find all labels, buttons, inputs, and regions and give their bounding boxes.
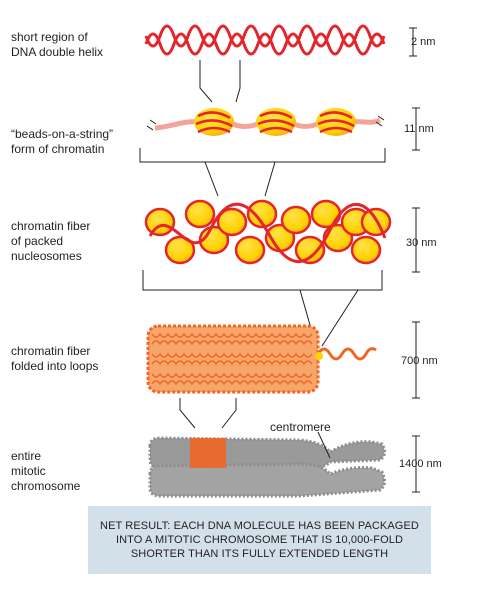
scale-label-2nm: 2 nm	[411, 36, 436, 48]
label-line: nucleosomes	[11, 249, 82, 263]
scale-label-700nm: 700 nm	[401, 355, 438, 367]
stage-label-chromosome: entire mitotic chromosome	[11, 449, 80, 494]
stage-label-loops: chromatin fiber folded into loops	[11, 344, 98, 374]
zoom-connectors-4	[179, 398, 237, 429]
connector-right	[235, 60, 241, 103]
connector-left	[179, 398, 196, 429]
centromere-label: centromere	[270, 420, 331, 434]
linker-dna	[148, 202, 387, 264]
scale-bars	[409, 27, 420, 493]
label-line: mitotic	[11, 464, 46, 478]
nucleosome	[294, 235, 326, 265]
fiber-end	[315, 352, 323, 360]
stage-label-beads: “beads-on-a-string” form of chromatin	[11, 127, 113, 157]
loop-row	[151, 380, 313, 386]
scale-label-1400nm: 1400 nm	[399, 458, 442, 470]
nucleosome	[280, 205, 312, 235]
bracket	[142, 270, 383, 291]
stage-label-30nm-fiber: chromatin fiber of packed nucleosomes	[11, 219, 90, 264]
loop-texture	[151, 332, 313, 386]
nucleosome	[246, 199, 278, 229]
looped-chromatin-fiber	[146, 324, 377, 394]
connector-right	[264, 161, 276, 197]
nucleosome	[234, 235, 266, 265]
label-line: form of chromatin	[11, 142, 105, 156]
beads-on-a-string	[146, 108, 385, 136]
label-line: folded into loops	[11, 359, 99, 373]
loop-row	[151, 340, 313, 346]
connector-right	[321, 289, 359, 347]
nucleosome-bead	[316, 108, 356, 136]
net-result-box: NET RESULT: EACH DNA MOLECULE HAS BEEN P…	[88, 506, 431, 574]
dna-double-helix	[144, 24, 386, 56]
label-line: entire	[11, 449, 42, 463]
connector-left	[204, 161, 219, 197]
label-line: “beads-on-a-string”	[11, 127, 114, 141]
connector-left	[199, 60, 213, 103]
label-line: chromatin fiber	[11, 344, 91, 358]
nucleosome	[144, 207, 176, 237]
stage-label-dna: short region of DNA double helix	[11, 30, 103, 60]
loop-tail	[316, 347, 377, 361]
scale-bar-11nm	[412, 107, 420, 151]
nucleosome	[350, 235, 382, 265]
scale-bar-700nm	[412, 321, 420, 399]
dna-end-left	[146, 119, 157, 131]
scale-label-30nm: 30 nm	[406, 237, 437, 249]
nucleosome	[164, 235, 196, 265]
chromatid-lower	[148, 462, 387, 498]
nucleosome	[216, 207, 248, 237]
nucleosome-bead	[256, 108, 296, 136]
scale-label-11nm: 11 nm	[404, 123, 434, 135]
label-line: short region of	[11, 30, 88, 44]
nucleosome	[310, 199, 342, 229]
zoom-connectors-1	[199, 60, 241, 103]
packed-nucleosome-fiber	[144, 199, 392, 265]
mitotic-chromosome	[148, 431, 387, 498]
dna-strand-2	[144, 24, 386, 48]
highlighted-region	[190, 438, 226, 468]
net-result-text: NET RESULT: EACH DNA MOLECULE HAS BEEN P…	[100, 520, 419, 560]
scale-bar-1400nm	[412, 435, 420, 493]
label-line: DNA double helix	[11, 45, 104, 59]
loop-row	[151, 332, 313, 338]
centromere-pointer	[317, 431, 331, 459]
loop-row	[151, 372, 313, 378]
loop-row	[151, 360, 313, 366]
linker-dna	[154, 117, 382, 131]
dna-end-right	[375, 115, 385, 127]
dna-strand-1	[144, 32, 386, 56]
nucleosome	[184, 199, 216, 229]
bracket	[139, 148, 386, 163]
label-line: chromosome	[11, 479, 81, 493]
scale-bar-2nm	[409, 27, 417, 57]
loop-row	[151, 352, 313, 358]
label-line: of packed	[11, 234, 64, 248]
scale-bar-30nm	[412, 207, 420, 273]
label-line: chromatin fiber	[11, 219, 91, 233]
connector-right	[221, 398, 237, 429]
zoom-connectors-2	[139, 148, 386, 197]
nucleosome-bead	[194, 108, 234, 136]
